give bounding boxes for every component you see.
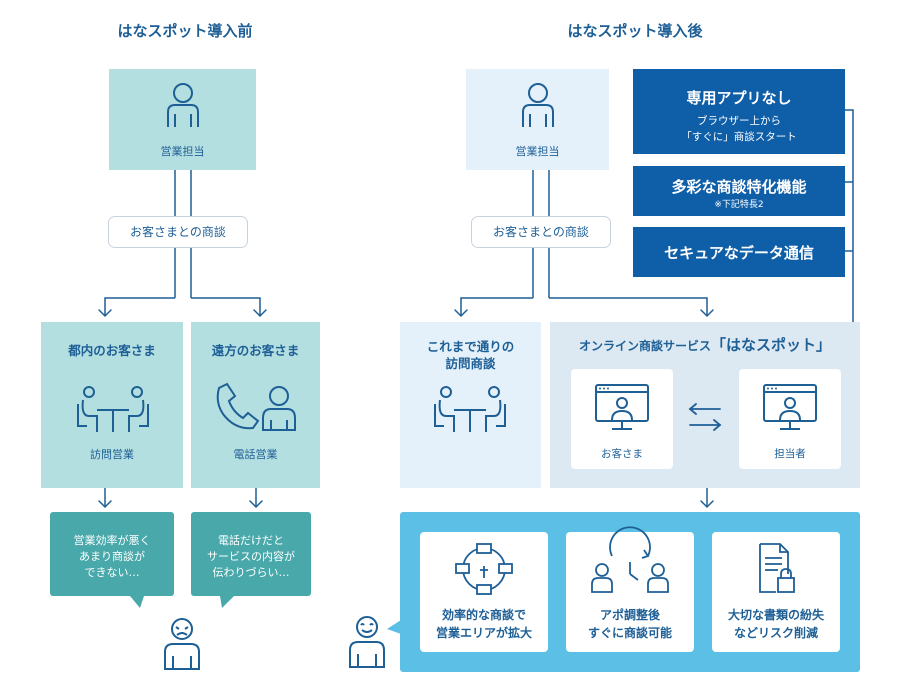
remote-customer-title: 遠方のお客さま [211, 343, 300, 358]
complaint-line: 営業効率が悪く [73, 534, 151, 547]
person-icon [167, 83, 199, 127]
staff-screen-card: 担当者 [739, 369, 841, 469]
staff-label: 担当者 [774, 448, 806, 460]
feature-title: セキュアなデータ通信 [664, 244, 814, 262]
online-service-box: オンライン商談サービス「はなスポット」 お客さま [550, 322, 860, 488]
feature-sub: ※下記特長2 [714, 200, 764, 210]
visit-title-line: これまで通りの [426, 339, 515, 354]
feature-secure: セキュアなデータ通信 [633, 227, 845, 277]
customer-label: お客さま [601, 448, 643, 460]
before-title: はなスポット導入前 [117, 22, 253, 40]
after-title: はなスポット導入後 [567, 22, 703, 40]
benefit-line: 大切な書類の紛失 [727, 608, 824, 622]
remote-complaint-bubble: 電話だけだと サービスの内容が 伝わりづらい… [191, 512, 311, 596]
online-service-title: オンライン商談サービス「はなスポット」 [550, 334, 860, 355]
complaint-line: サービスの内容が [207, 550, 295, 563]
negotiation-pill-before: お客さまとの商談 [108, 216, 248, 248]
clock-people-icon [591, 526, 669, 593]
complaint-line: あまり商談が [79, 550, 145, 563]
meeting-table-icon [77, 386, 149, 432]
benefit-card: アポ調整後 すぐに商談可能 [566, 526, 694, 652]
happy-person-icon [349, 616, 385, 668]
benefit-line: などリスク削減 [733, 626, 818, 640]
customer-screen-card: お客さま [571, 369, 673, 469]
locked-document-icon [759, 543, 795, 593]
sales-staff-label: 営業担当 [160, 145, 205, 158]
exchange-arrows-icon [688, 403, 722, 431]
benefit-card: 効率的な商談で 営業エリアが拡大 [420, 532, 548, 652]
visit-title-line: 訪問商談 [445, 356, 496, 371]
monitor-customer-icon [595, 384, 649, 430]
remote-customer-box: 遠方のお客さま 電話営業 [191, 322, 320, 488]
tokyo-complaint-bubble: 営業効率が悪く あまり商談が できない… [50, 512, 174, 596]
phone-person-icon [216, 382, 296, 431]
feature-sub: ブラウザー上から [697, 115, 781, 127]
person-icon [522, 83, 554, 127]
online-service-brand: 「はなスポット」 [711, 336, 832, 354]
bubble-tail [220, 596, 234, 608]
monitor-staff-icon [763, 384, 817, 430]
complaint-line: 伝わりづらい… [212, 566, 290, 579]
feature-specialized: 多彩な商談特化機能 ※下記特長2 [633, 166, 845, 216]
benefit-line: すぐに商談可能 [587, 626, 672, 640]
feature-no-app: 専用アプリなし ブラウザー上から 「すぐに」商談スタート [633, 69, 845, 154]
bubble-tail [387, 620, 401, 634]
complaint-line: 電話だけだと [218, 534, 284, 547]
benefit-line: 営業エリアが拡大 [435, 626, 532, 640]
feature-title: 専用アプリなし [686, 89, 792, 107]
tokyo-customer-box: 都内のお客さま 訪問営業 [41, 322, 183, 488]
negotiation-pill-after: お客さまとの商談 [471, 216, 611, 248]
sales-staff-box-before: 営業担当 [109, 69, 256, 170]
benefit-card: 大切な書類の紛失 などリスク削減 [712, 532, 840, 652]
benefits-panel: 効率的な商談で 営業エリアが拡大 アポ調整後 すぐに商談可能 [400, 512, 860, 672]
tokyo-customer-title: 都内のお客さま [68, 343, 156, 358]
feature-sub: 「すぐに」商談スタート [681, 131, 797, 143]
feature-title: 多彩な商談特化機能 [671, 178, 807, 196]
network-icon [455, 543, 513, 595]
sad-person-icon [164, 618, 200, 670]
benefit-line: アポ調整後 [599, 608, 660, 622]
visit-sales-label: 訪問営業 [90, 448, 134, 461]
visit-negotiation-box: これまで通りの 訪問商談 [400, 322, 541, 488]
sales-staff-box-after: 営業担当 [466, 69, 609, 170]
phone-sales-label: 電話営業 [233, 448, 278, 461]
sales-staff-label: 営業担当 [515, 145, 560, 158]
meeting-table-icon [434, 386, 506, 432]
online-service-prefix: オンライン商談サービス [578, 339, 711, 353]
benefit-line: 効率的な商談で [441, 608, 526, 622]
bubble-tail [130, 596, 144, 608]
complaint-line: できない… [84, 566, 140, 579]
